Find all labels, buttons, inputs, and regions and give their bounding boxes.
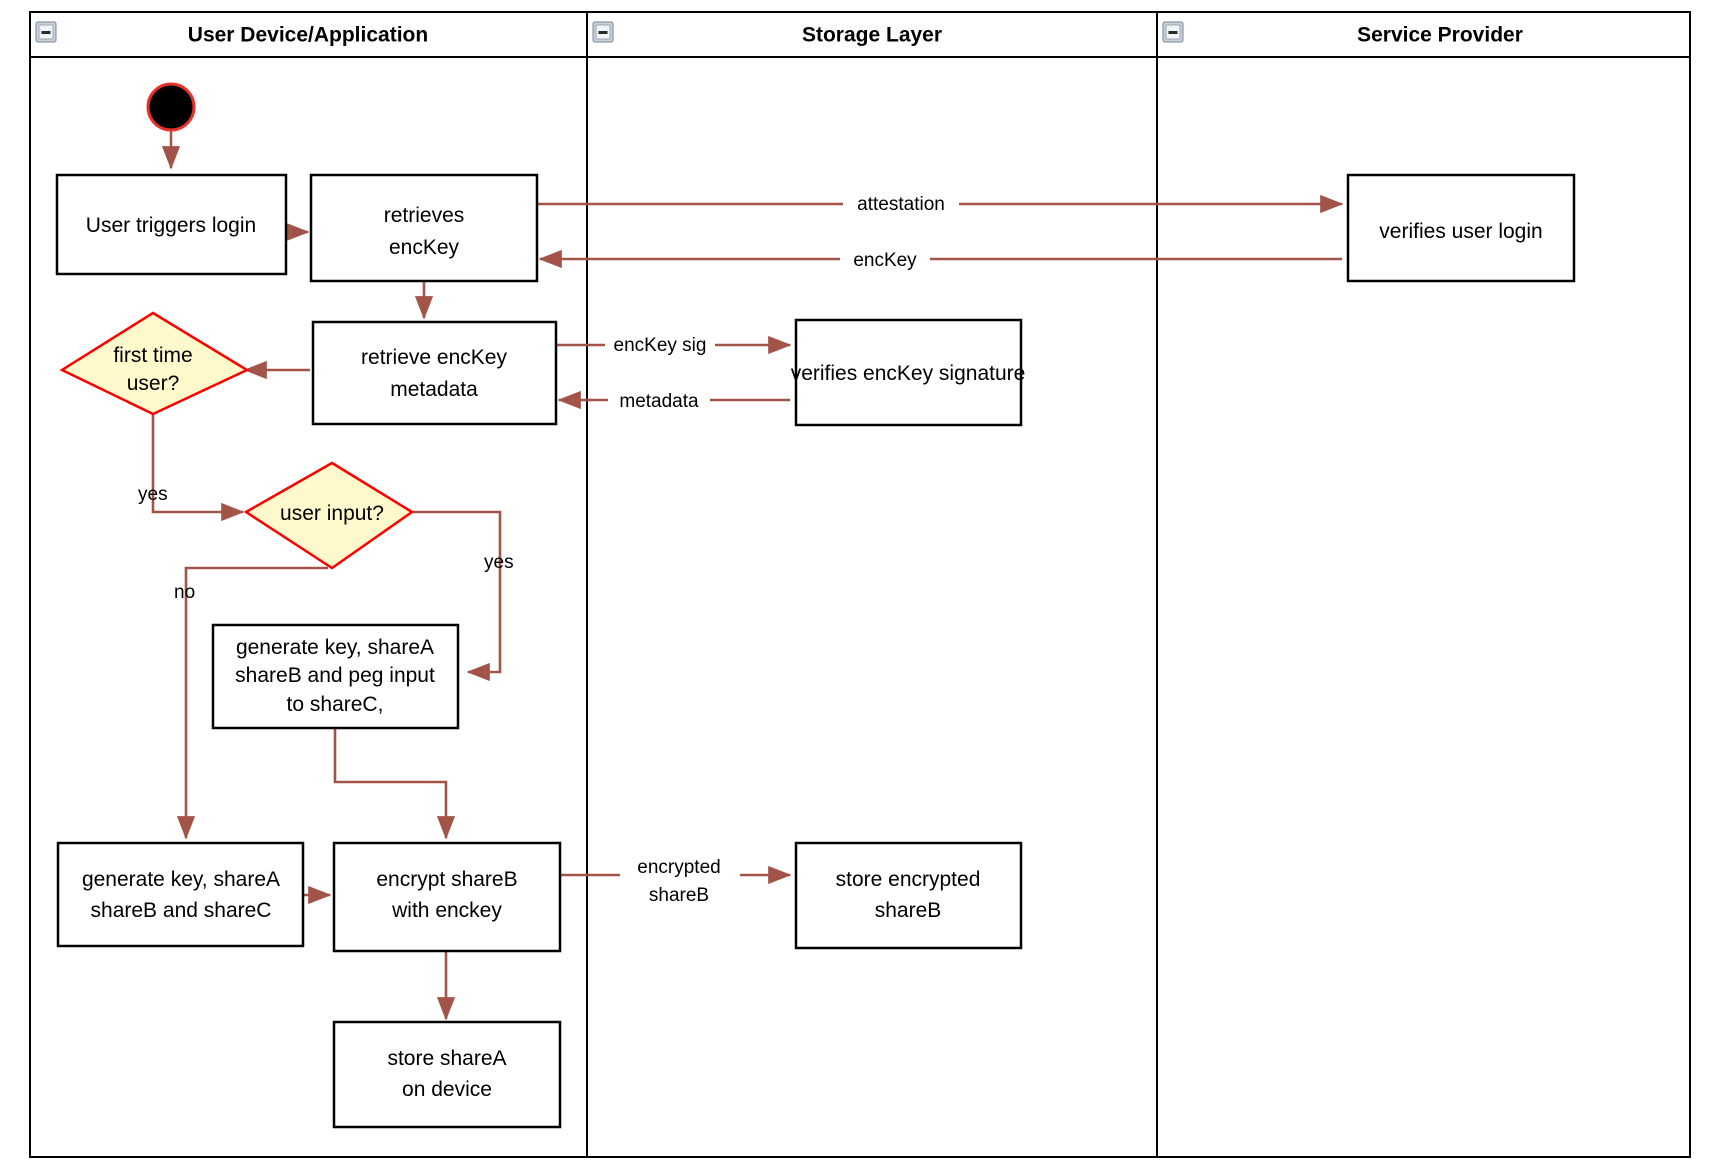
node-verifies-enckey-signature[interactable]: verifies encKey signature (791, 318, 1026, 427)
lane-header-service-provider[interactable] (1156, 11, 1691, 58)
node-label: verifies encKey signature (791, 362, 1026, 385)
edge-label-enckey: encKey (840, 248, 930, 272)
svg-text:yes: yes (138, 484, 168, 505)
node-label-line2: metadata (390, 378, 478, 401)
lane-body-storage-layer (586, 56, 1158, 1158)
node-label: User triggers login (86, 214, 256, 237)
node-retrieves-enckey[interactable]: retrieves encKey (309, 173, 539, 283)
lane-title-service-provider: Service Provider (1357, 24, 1523, 47)
svg-text:yes: yes (484, 552, 514, 573)
edge-label-metadata: metadata (608, 389, 710, 413)
edge-label-enckey-sig: encKey sig (605, 333, 715, 357)
node-retrieve-enckey-metadata[interactable]: retrieve encKey metadata (311, 320, 558, 426)
node-first-time-user[interactable]: first time user? (59, 311, 250, 416)
edge-userinput-no (176, 566, 328, 840)
svg-text:encKey sig: encKey sig (614, 335, 707, 356)
lane-title-storage-layer: Storage Layer (802, 24, 942, 47)
node-label-line2: shareB and shareC (91, 899, 272, 922)
lane-title-user-device: User Device/Application (188, 24, 428, 47)
node-store-encrypted-shareb[interactable]: store encrypted shareB (794, 841, 1023, 950)
node-label-line1: store encrypted (836, 868, 981, 891)
node-label-line2: encKey (389, 236, 460, 259)
node-generate-key-shares[interactable]: generate key, shareA shareB and shareC (56, 841, 305, 948)
lane-header-user-device[interactable] (29, 11, 588, 58)
svg-text:encrypted: encrypted (637, 857, 720, 878)
svg-text:attestation: attestation (857, 194, 945, 215)
edge-label-attestation: attestation (843, 192, 959, 216)
minus-square-icon[interactable] (592, 21, 614, 43)
node-verifies-user-login[interactable]: verifies user login (1346, 173, 1576, 283)
node-label-line2: shareB and peg input (235, 664, 435, 687)
node-label-line2: shareB (875, 899, 942, 922)
node-label-line1: generate key, shareA (82, 868, 280, 891)
edge-peg-to-encrypt (333, 728, 456, 840)
node-user-triggers-login[interactable]: User triggers login (55, 173, 288, 276)
minus-square-icon[interactable] (35, 21, 57, 43)
svg-text:encKey: encKey (853, 250, 917, 271)
edge-firsttime-yes (151, 413, 245, 522)
edge-label-yes-user-input: yes (484, 552, 514, 573)
node-label-line2: on device (402, 1078, 492, 1101)
node-label-line1: first time (113, 344, 192, 367)
svg-text:shareB: shareB (649, 885, 709, 906)
node-generate-key-peg[interactable]: generate key, shareA shareB and peg inpu… (211, 623, 460, 730)
edge-label-encrypted-shareb: encrypted shareB (620, 852, 740, 906)
node-label-line3: to shareC, (287, 693, 384, 716)
lane-storage-layer[interactable]: Storage Layer (586, 11, 1158, 1158)
node-store-sharea-on-device[interactable]: store shareA on device (332, 1020, 562, 1129)
node-user-input[interactable]: user input? (243, 461, 415, 570)
node-label-line1: retrieves (384, 204, 465, 227)
node-label-line1: store shareA (387, 1047, 506, 1070)
node-label-line1: generate key, shareA (236, 636, 434, 659)
node-label-line2: user? (127, 372, 180, 395)
svg-text:metadata: metadata (619, 391, 699, 412)
start-node[interactable] (146, 82, 196, 132)
edge-label-no-user-input: no (174, 582, 195, 603)
minus-square-icon[interactable] (1162, 21, 1184, 43)
node-encrypt-shareb[interactable]: encrypt shareB with enckey (332, 841, 562, 953)
edge-label-yes-first-time: yes (138, 484, 168, 505)
node-label-line2: with enckey (391, 899, 502, 922)
node-label: user input? (280, 502, 384, 525)
node-label-line1: encrypt shareB (376, 868, 517, 891)
edge-userinput-yes (409, 510, 502, 682)
node-label-line1: retrieve encKey (361, 346, 507, 369)
node-label: verifies user login (1379, 220, 1542, 243)
svg-text:no: no (174, 582, 195, 603)
